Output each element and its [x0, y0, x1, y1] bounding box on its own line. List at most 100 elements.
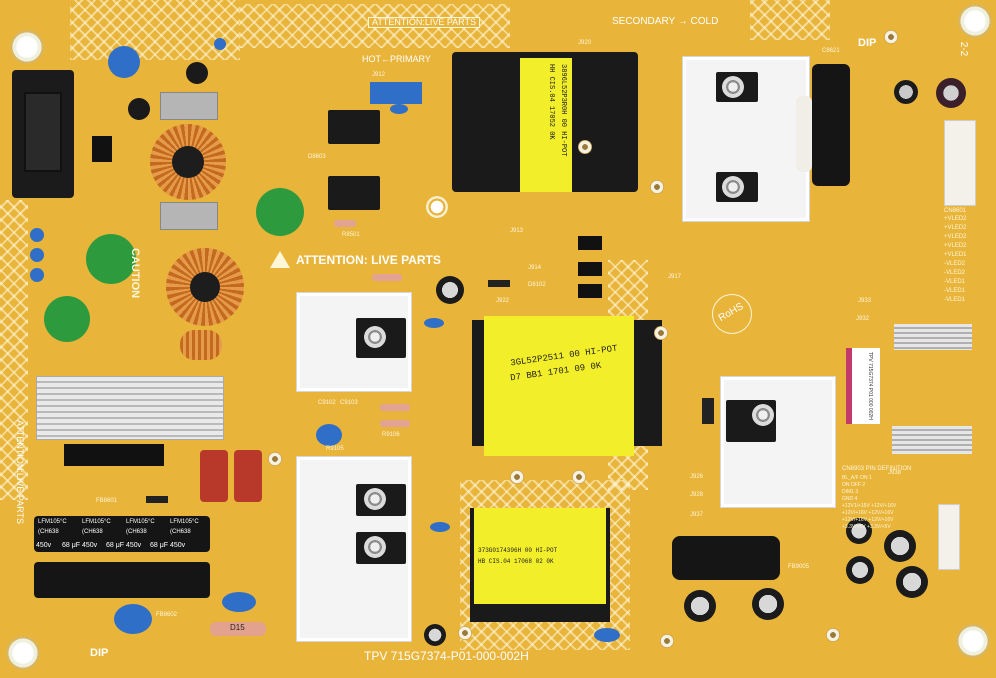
choke-grey-bottom: [160, 202, 218, 230]
x-capacitor-top: [108, 46, 140, 78]
pad-9: [268, 452, 282, 466]
small-inductor: [180, 330, 222, 360]
caution-label: CAUTION: [129, 248, 141, 299]
small-electrolytic-8: [684, 590, 716, 622]
resistor-3: [380, 404, 410, 411]
heatsink-left: [36, 376, 224, 440]
ref-j933: J933: [858, 298, 872, 304]
smd-ic-2: [578, 262, 602, 276]
ref-j928: J928: [690, 492, 704, 498]
pin-label-7: -VLED2: [944, 270, 966, 276]
smd-ic-1: [578, 236, 602, 250]
resistor-4: [380, 420, 410, 427]
hot-primary-label: HOT←PRIMARY: [362, 54, 431, 64]
rohs-badge: [712, 294, 752, 334]
pin-label-10: -VLED1: [944, 297, 966, 303]
ref-j926: J926: [690, 474, 704, 480]
disc-cap-9: [430, 522, 450, 532]
pin-definition-row-5: +12V1/+15V +12V/+16V: [842, 503, 897, 509]
ref-fb9005: FB9005: [788, 564, 810, 570]
mounting-hole-top-left: [10, 30, 44, 64]
transformer-bottom-label: [474, 508, 606, 604]
pad-4: [510, 470, 524, 484]
bulk-cap-series-3: (CH638: [126, 529, 147, 535]
attention-live-parts-left: ATTENTION:LIVE PARTS: [15, 420, 25, 525]
ref-j937: J937: [690, 512, 704, 518]
pin-label-5: +VLED1: [944, 252, 967, 258]
bulk-cap-rating-1: LFM105°C: [38, 519, 67, 525]
mini-heatsink-1: [894, 324, 972, 350]
attention-live-parts-top: ATTENTION:LIVE PARTS: [368, 17, 481, 28]
small-electrolytic-6: [896, 566, 928, 598]
transformer-top-text-1: 3896L52P3R0H 00 HI-POT: [559, 64, 567, 157]
hatch-top-right: [750, 0, 830, 40]
sticker-text: TPV 715G7374 P01 000 002H: [867, 352, 873, 420]
mounting-hole-bottom-left: [6, 636, 40, 670]
screw-4: [722, 76, 744, 98]
ref-c9103: C9103: [340, 400, 358, 406]
pin-definition-row-2: ON OFF 2: [842, 482, 866, 488]
film-capacitor-red-1: [200, 450, 228, 502]
disc-cap-3: [30, 268, 44, 282]
fuse-resistor: [210, 622, 266, 636]
small-electrolytic-1: [894, 80, 918, 104]
transformer-middle-label: [484, 316, 634, 456]
choke-grey-top: [160, 92, 218, 120]
mounting-hole-bottom-right: [956, 624, 990, 658]
output-connector-cn8601: [944, 120, 976, 206]
pin-definition-row-7: +12V/+16V +12V/+16V: [842, 517, 894, 523]
ref-j938: J938: [888, 470, 902, 476]
disc-cap-6: [316, 424, 342, 446]
resistor-1: [334, 220, 356, 227]
diode-2: [146, 496, 168, 503]
small-electrolytic-3: [436, 276, 464, 304]
transformer-bottom-text-1: 373G0174396H 00 HI-POT: [478, 547, 558, 554]
pad-10: [884, 30, 898, 44]
toroid-coil-top-core: [172, 146, 204, 178]
bulk-capacitor-bank-bottom: [34, 562, 210, 598]
barcode-red-stripe: [846, 348, 852, 424]
dip-label-top: DIP: [858, 37, 877, 49]
film-capacitor-red-2: [234, 450, 262, 502]
bridge-rectifier: [64, 444, 164, 466]
varistor-green-1: [256, 188, 304, 236]
pin-label-1: +VLED2: [944, 216, 967, 222]
small-electrolytic-2: [936, 78, 966, 108]
screw-1: [364, 326, 386, 348]
resistor-2: [372, 274, 402, 281]
corner-mark-label: 2-2: [958, 41, 970, 57]
ref-fb8602: FB8602: [156, 612, 178, 618]
pad-2: [650, 180, 664, 194]
bulk-cap-rating-3: LFM105°C: [126, 519, 155, 525]
connector-label: CN8601: [944, 208, 967, 214]
warning-triangle-icon: [270, 251, 290, 268]
ref-j922: J922: [496, 298, 510, 304]
bulk-cap-value-1: 450v: [36, 542, 52, 549]
bulk-cap-series-2: (CH638: [82, 529, 103, 535]
mini-heatsink-2: [892, 426, 972, 454]
ref-j917: J917: [668, 274, 682, 280]
pin-definition-row-1: BL_A/F ON 1: [842, 475, 872, 481]
transformer-top-text-2: HH CIS.04 17052 0K: [547, 64, 555, 140]
screw-5: [722, 176, 744, 198]
electrolytic-cap-black: [812, 64, 850, 186]
ref-c8621: C8621: [822, 48, 840, 54]
pad-3: [654, 326, 668, 340]
pin-label-3: +VLED2: [944, 234, 967, 240]
disc-cap-8: [424, 318, 444, 328]
smd-ic-4: [92, 136, 112, 162]
bulk-cap-value-4: 68 μF 450v: [150, 542, 186, 549]
ref-d8102: D8102: [528, 282, 546, 288]
pin-definition-title: CN8903 PIN DEFINITION: [842, 466, 912, 472]
pad-6: [660, 634, 674, 648]
pad-7: [458, 626, 472, 640]
transistor-black-2: [128, 98, 150, 120]
screw-3: [364, 536, 386, 558]
toroid-coil-bottom-core: [190, 272, 220, 302]
y-capacitor-1: [114, 604, 152, 634]
ref-c9102: C9102: [318, 400, 336, 406]
small-electrolytic-4: [846, 518, 872, 544]
bulk-cap-series-4: (CH638: [170, 529, 191, 535]
bulk-cap-rating-4: LFM105°C: [170, 519, 199, 525]
bulk-cap-value-3: 68 μF 450v: [106, 542, 142, 549]
